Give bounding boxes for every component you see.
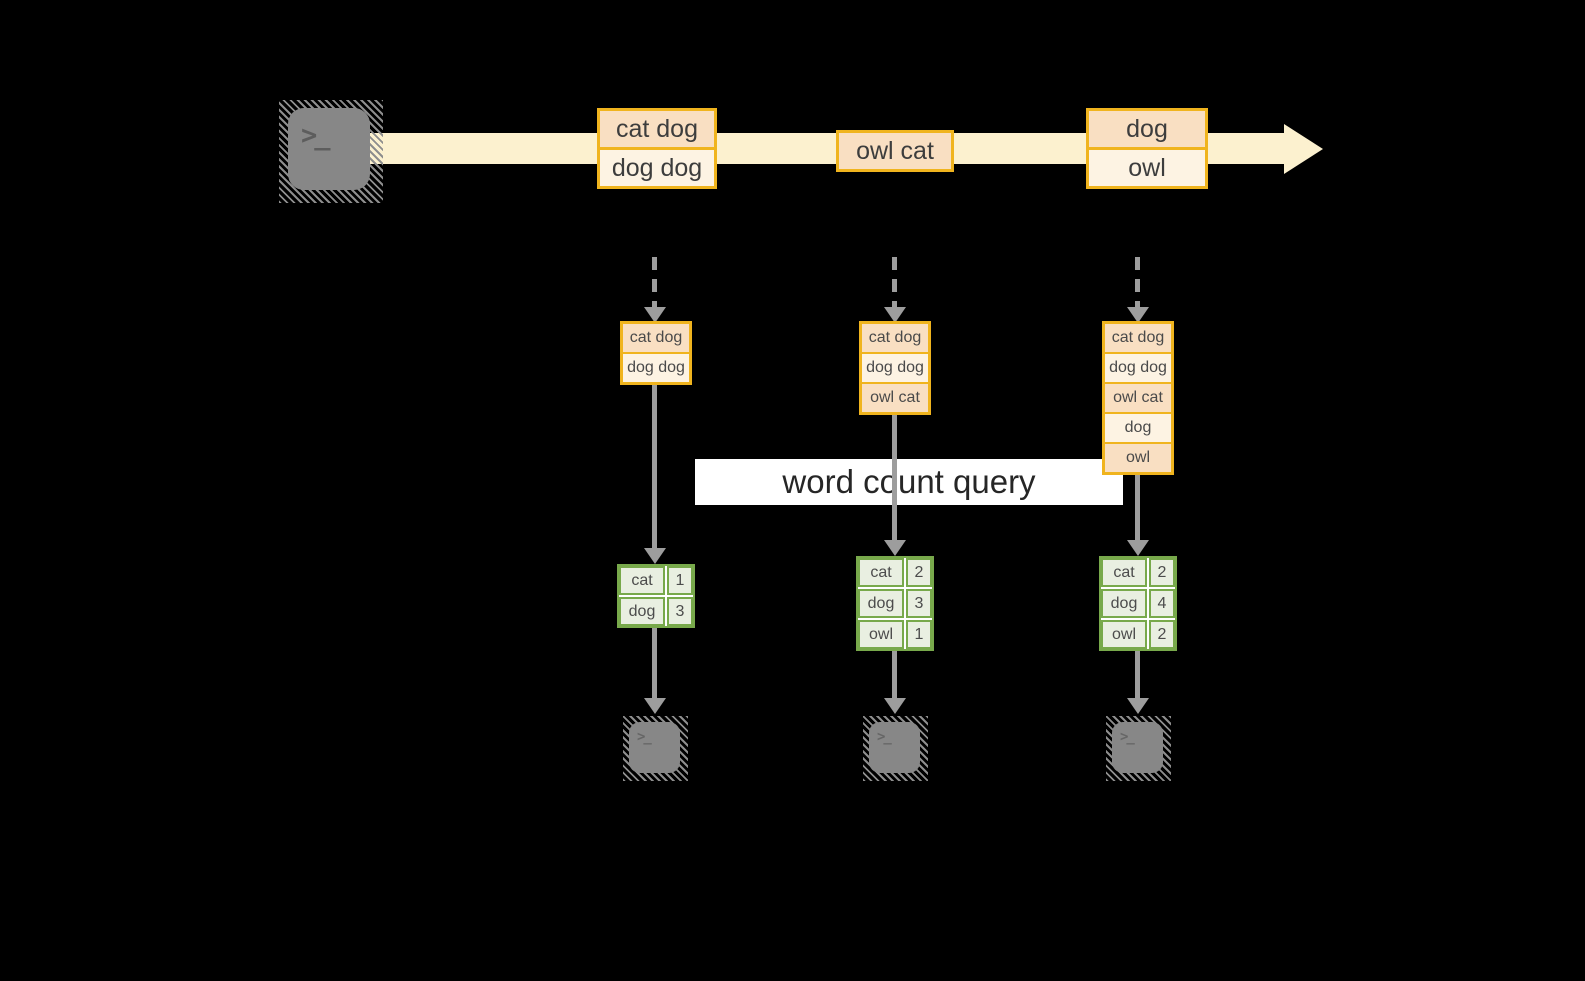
terminal-prompt-glyph: >_ xyxy=(301,120,331,151)
result-count-cell: 3 xyxy=(667,597,693,626)
input-table-3: cat dog dog dog owl cat dog owl xyxy=(1102,321,1174,475)
result-count-cell: 3 xyxy=(906,589,932,618)
result-count-cell: 2 xyxy=(1149,558,1175,587)
output-arrow-line-2 xyxy=(892,651,897,698)
event-row: dog dog xyxy=(600,147,714,186)
event-row: cat dog xyxy=(600,111,714,147)
result-word-cell: dog xyxy=(619,597,665,626)
result-table-2: cat 2 dog 3 owl 1 xyxy=(856,556,934,651)
result-count-cell: 1 xyxy=(906,620,932,649)
event-row: dog xyxy=(1089,111,1205,147)
stream-event-batch-2: owl cat xyxy=(836,130,954,172)
result-word-cell: owl xyxy=(1101,620,1147,649)
input-row: cat dog xyxy=(623,324,689,352)
terminal-icon-body: >_ xyxy=(288,108,370,190)
input-row: cat dog xyxy=(1105,324,1171,352)
terminal-icon-body: >_ xyxy=(1112,722,1163,773)
result-count-cell: 4 xyxy=(1149,589,1175,618)
input-table-1: cat dog dog dog xyxy=(620,321,692,385)
stream-event-batch-1: cat dog dog dog xyxy=(597,108,717,189)
input-row: owl cat xyxy=(862,382,928,412)
input-row: dog dog xyxy=(862,352,928,382)
query-arrow-line-1 xyxy=(652,385,657,548)
query-arrowhead-icon-3 xyxy=(1127,540,1149,556)
result-word-cell: cat xyxy=(619,566,665,595)
result-word-cell: cat xyxy=(1101,558,1147,587)
input-row: dog xyxy=(1105,412,1171,442)
input-row: dog dog xyxy=(623,352,689,382)
query-arrow-line-3 xyxy=(1135,475,1140,540)
query-arrowhead-icon-2 xyxy=(884,540,906,556)
result-count-cell: 2 xyxy=(1149,620,1175,649)
input-row: owl cat xyxy=(1105,382,1171,412)
query-arrowhead-icon-1 xyxy=(644,548,666,564)
result-table-3: cat 2 dog 4 owl 2 xyxy=(1099,556,1177,651)
output-arrow-line-1 xyxy=(652,628,657,698)
input-table-2: cat dog dog dog owl cat xyxy=(859,321,931,415)
terminal-prompt-glyph: >_ xyxy=(1120,729,1135,745)
output-arrowhead-icon-2 xyxy=(884,698,906,714)
result-word-cell: dog xyxy=(1101,589,1147,618)
input-row: owl xyxy=(1105,442,1171,472)
result-table-1: cat 1 dog 3 xyxy=(617,564,695,628)
input-row: cat dog xyxy=(862,324,928,352)
result-word-cell: dog xyxy=(858,589,904,618)
result-count-cell: 1 xyxy=(667,566,693,595)
stream-arrowhead-icon xyxy=(1284,124,1323,174)
trigger-dashed-arrow-line-3 xyxy=(1135,257,1140,307)
output-arrowhead-icon-3 xyxy=(1127,698,1149,714)
result-count-cell: 2 xyxy=(906,558,932,587)
terminal-prompt-glyph: >_ xyxy=(637,729,652,745)
trigger-arrowhead-icon-1 xyxy=(644,307,666,323)
result-word-cell: owl xyxy=(858,620,904,649)
event-row: owl cat xyxy=(839,133,951,169)
word-count-query-label: word count query xyxy=(695,459,1123,505)
output-arrowhead-icon-1 xyxy=(644,698,666,714)
trigger-dashed-arrow-line-1 xyxy=(652,257,657,307)
terminal-sink-icon-2: >_ xyxy=(863,716,928,781)
terminal-sink-icon-3: >_ xyxy=(1106,716,1171,781)
terminal-icon-body: >_ xyxy=(629,722,680,773)
terminal-sink-icon-1: >_ xyxy=(623,716,688,781)
query-arrow-line-2 xyxy=(892,415,897,540)
terminal-source-icon: >_ xyxy=(279,100,383,203)
trigger-arrowhead-icon-2 xyxy=(884,307,906,323)
trigger-dashed-arrow-line-2 xyxy=(892,257,897,307)
result-word-cell: cat xyxy=(858,558,904,587)
input-row: dog dog xyxy=(1105,352,1171,382)
terminal-prompt-glyph: >_ xyxy=(877,729,892,745)
event-row: owl xyxy=(1089,147,1205,186)
output-arrow-line-3 xyxy=(1135,651,1140,698)
stream-event-batch-3: dog owl xyxy=(1086,108,1208,189)
trigger-arrowhead-icon-3 xyxy=(1127,307,1149,323)
terminal-icon-body: >_ xyxy=(869,722,920,773)
